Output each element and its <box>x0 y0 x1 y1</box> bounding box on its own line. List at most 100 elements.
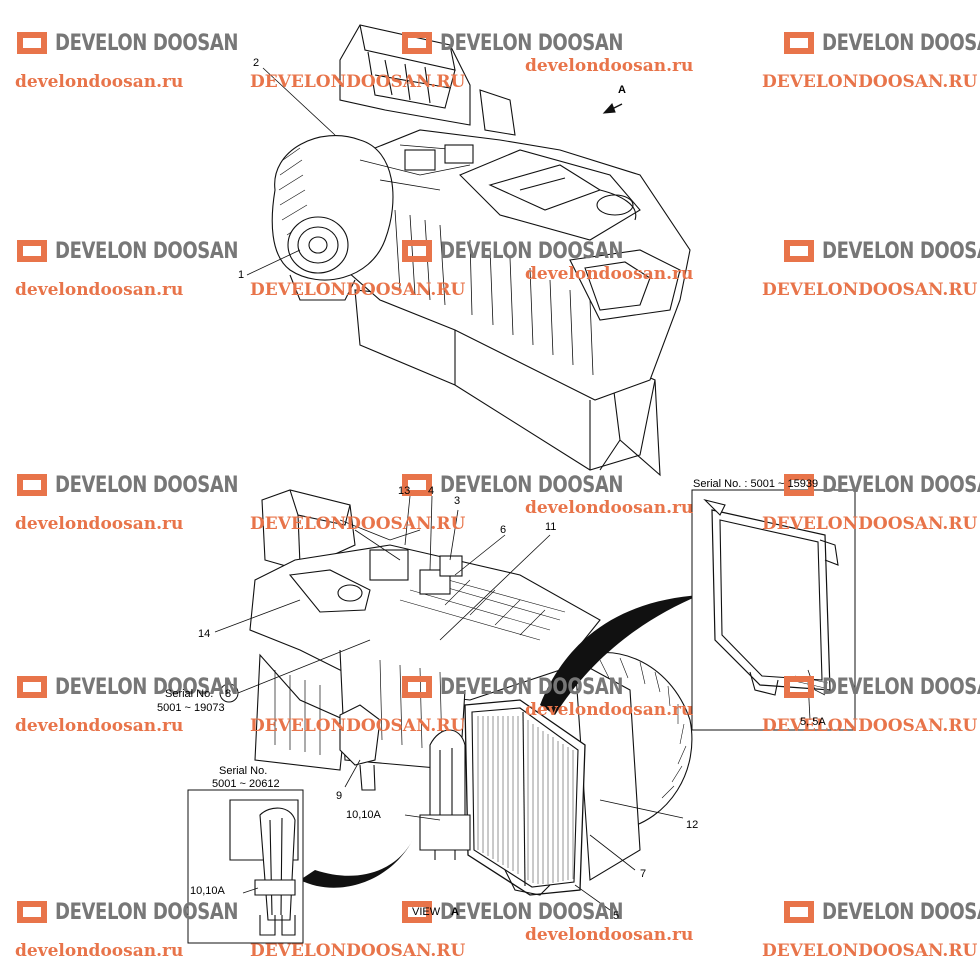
watermark-brand-text: DEVELON DOOSAN <box>440 30 624 56</box>
callout-10-inset: 10,10A <box>190 885 225 897</box>
watermark-url: develondoosan.ru <box>525 498 694 518</box>
watermark-brand: DEVELON DOOSAN <box>782 28 980 58</box>
callout-12: 12 <box>686 819 699 831</box>
watermark-block: develondoosan.ru <box>525 911 693 945</box>
watermark-url: DEVELONDOOSAN.RU <box>250 280 466 300</box>
watermark-url: develondoosan.ru <box>525 264 694 284</box>
watermark-brand-text: DEVELON DOOSAN <box>55 674 239 700</box>
inset-hose <box>187 789 304 944</box>
watermark-brand: DEVELON DOOSAN <box>782 897 980 927</box>
develon-logo-icon <box>402 474 432 496</box>
watermark-block: DEVELON DOOSAN DEVELONDOOSAN.RU <box>762 28 980 93</box>
develon-logo-icon <box>402 32 432 54</box>
watermark-block: develondoosan.ru <box>525 250 693 284</box>
watermark-brand-text: DEVELON DOOSAN <box>440 238 624 264</box>
watermark-url: DEVELONDOOSAN.RU <box>762 716 978 736</box>
watermark-block: develondoosan.ru <box>525 42 693 76</box>
watermark-brand-text: DEVELON DOOSAN <box>822 674 980 700</box>
view-letter: A <box>451 906 459 918</box>
callout-7: 7 <box>640 868 647 880</box>
callout-5: 5 <box>613 910 620 922</box>
watermark-brand-text: DEVELON DOOSAN <box>440 472 624 498</box>
callout-8: 8 <box>225 688 232 700</box>
callout-14: 14 <box>198 628 211 640</box>
watermark-brand: DEVELON DOOSAN <box>400 236 663 266</box>
watermark-brand: DEVELON DOOSAN <box>782 470 980 500</box>
watermark-brand-text: DEVELON DOOSAN <box>55 899 239 925</box>
watermark-block: DEVELON DOOSAN DEVELONDOOSAN.RU <box>250 897 663 962</box>
watermark-block: develondoosan.ru <box>525 686 693 720</box>
watermark-block: DEVELON DOOSAN DEVELONDOOSAN.RU <box>762 672 980 737</box>
upper-hvac-assembly <box>271 24 691 477</box>
develon-logo-icon <box>402 676 432 698</box>
callout-6: 6 <box>500 524 507 536</box>
watermark-url: develondoosan.ru <box>15 72 184 92</box>
watermark-url: develondoosan.ru <box>525 925 694 945</box>
watermark-block: DEVELON DOOSAN develondoosan.ru <box>15 28 278 93</box>
watermark-block: develondoosan.ru <box>525 484 693 518</box>
develon-logo-icon <box>784 676 814 698</box>
watermark-brand: DEVELON DOOSAN <box>15 236 278 266</box>
watermark-url: develondoosan.ru <box>15 941 184 961</box>
develon-logo-icon <box>17 474 47 496</box>
watermark-brand: DEVELON DOOSAN <box>15 28 278 58</box>
watermark-brand-text: DEVELON DOOSAN <box>822 899 980 925</box>
develon-logo-icon <box>17 32 47 54</box>
watermark-block: DEVELON DOOSAN DEVELONDOOSAN.RU <box>250 236 663 301</box>
watermark-block: DEVELON DOOSAN DEVELONDOOSAN.RU <box>250 470 663 535</box>
watermark-url: develondoosan.ru <box>15 514 184 534</box>
callout-11: 11 <box>545 521 557 533</box>
watermark-block: DEVELON DOOSAN DEVELONDOOSAN.RU <box>762 897 980 962</box>
arrow-a-label: A <box>618 84 626 96</box>
watermark-block: DEVELON DOOSAN DEVELONDOOSAN.RU <box>250 672 663 737</box>
watermark-brand-text: DEVELON DOOSAN <box>55 30 239 56</box>
watermark-url: develondoosan.ru <box>15 280 184 300</box>
watermark-url: DEVELONDOOSAN.RU <box>250 72 466 92</box>
callout-9: 9 <box>336 790 343 802</box>
watermark-block: DEVELON DOOSAN DEVELONDOOSAN.RU <box>250 28 663 93</box>
watermark-brand-text: DEVELON DOOSAN <box>822 472 980 498</box>
callout-1: 1 <box>238 269 245 281</box>
watermark-url: DEVELONDOOSAN.RU <box>762 280 978 300</box>
watermark-brand: DEVELON DOOSAN <box>15 897 278 927</box>
callout-3: 3 <box>454 495 461 507</box>
develon-logo-icon <box>402 240 432 262</box>
upper-leader-lines <box>246 67 336 276</box>
watermark-url: DEVELONDOOSAN.RU <box>250 716 466 736</box>
serial-filter-note: Serial No. : 5001 ~ 15939 <box>693 478 819 490</box>
watermark-block: DEVELON DOOSAN develondoosan.ru <box>15 236 278 301</box>
watermark-url: develondoosan.ru <box>525 700 694 720</box>
watermark-brand: DEVELON DOOSAN <box>782 236 980 266</box>
serial-label-8: Serial No. <box>165 688 214 700</box>
watermark-brand-text: DEVELON DOOSAN <box>440 899 624 925</box>
develon-logo-icon <box>17 240 47 262</box>
watermark-brand: DEVELON DOOSAN <box>15 672 278 702</box>
develon-logo-icon <box>784 240 814 262</box>
watermark-url: DEVELONDOOSAN.RU <box>250 941 466 961</box>
serial-hose-range: 5001 ~ 20612 <box>212 778 280 790</box>
lower-leader-lines <box>214 495 684 911</box>
develon-logo-icon <box>17 676 47 698</box>
develon-logo-icon <box>402 901 432 923</box>
inset-filter-frame <box>691 489 856 731</box>
callout-13: 13 <box>398 485 411 497</box>
watermark-brand: DEVELON DOOSAN <box>400 897 663 927</box>
watermark-block: DEVELON DOOSAN develondoosan.ru <box>15 470 278 535</box>
watermark-url: DEVELONDOOSAN.RU <box>250 514 466 534</box>
develon-logo-icon <box>784 474 814 496</box>
callout-4: 4 <box>428 485 435 497</box>
watermark-url: develondoosan.ru <box>15 716 184 736</box>
callout-5-5a: 5, 5A <box>800 716 826 728</box>
develon-logo-icon <box>17 901 47 923</box>
watermark-block: DEVELON DOOSAN DEVELONDOOSAN.RU <box>762 470 980 535</box>
watermark-brand-text: DEVELON DOOSAN <box>440 674 624 700</box>
watermark-brand: DEVELON DOOSAN <box>400 470 663 500</box>
watermark-brand: DEVELON DOOSAN <box>782 672 980 702</box>
view-label: VIEW <box>412 906 441 918</box>
watermark-block: DEVELON DOOSAN develondoosan.ru <box>15 672 278 737</box>
callout-2: 2 <box>253 57 260 69</box>
watermark-url: DEVELONDOOSAN.RU <box>762 72 978 92</box>
watermark-brand-text: DEVELON DOOSAN <box>55 472 239 498</box>
